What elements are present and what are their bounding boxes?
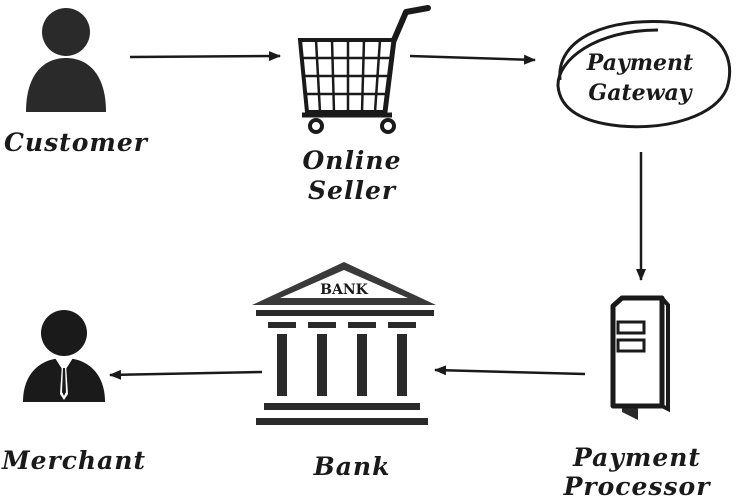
server-tower-icon <box>610 295 670 420</box>
bank-sign-text: BANK <box>320 282 368 298</box>
bank-building-icon: BANK <box>252 262 436 425</box>
arrow-seller-to-gateway <box>409 54 536 65</box>
payment-processor-label-line1: Payment <box>573 443 701 472</box>
merchant-label: Merchant <box>1 446 147 475</box>
online-seller-label-line2: Seller <box>307 176 397 205</box>
online-seller-label-line1: Online <box>302 146 402 175</box>
arrow-processor-to-bank <box>434 365 586 376</box>
bank-label: Bank <box>313 452 391 481</box>
payment-gateway-label-line1: Payment <box>586 50 693 76</box>
arrow-customer-to-seller <box>129 51 281 62</box>
arrow-bank-to-merchant <box>109 369 263 380</box>
payment-processor-label-line2: Processor <box>563 472 711 501</box>
shopping-cart-icon <box>297 5 431 134</box>
customer-label: Customer <box>4 128 148 157</box>
person-icon <box>26 8 106 112</box>
payment-gateway-label-line2: Gateway <box>588 80 693 106</box>
businessman-icon <box>23 310 105 402</box>
ellipse-outline <box>556 19 732 129</box>
